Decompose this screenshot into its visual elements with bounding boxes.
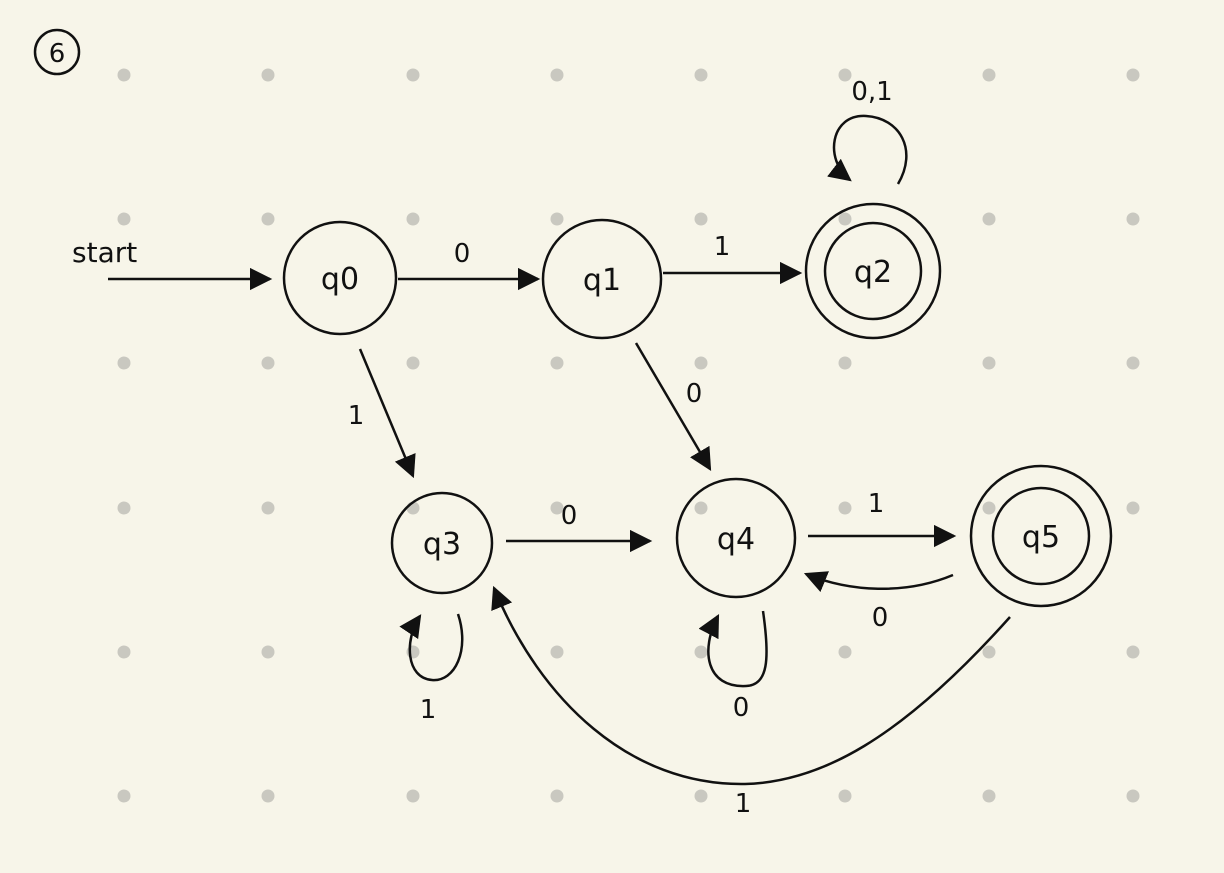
state-label-q4: q4 xyxy=(717,522,755,557)
grid-dot xyxy=(261,68,275,82)
label-q5-q4: 0 xyxy=(872,603,889,633)
states xyxy=(282,202,1113,608)
label-q1-q2: 1 xyxy=(714,232,731,262)
grid-dot xyxy=(694,356,708,370)
label-q3-loop: 1 xyxy=(420,695,437,725)
grid-dot xyxy=(694,789,708,803)
state-label-q1: q1 xyxy=(583,263,621,298)
state-q5 xyxy=(969,464,1113,608)
edge-q5-q4 xyxy=(803,571,954,593)
label-q1-q4: 0 xyxy=(686,379,703,409)
grid-dot xyxy=(694,645,708,659)
grid-dot xyxy=(261,789,275,803)
edge-q2-loop xyxy=(827,114,908,185)
grid-dot xyxy=(550,356,564,370)
grid-dot xyxy=(117,68,131,82)
grid-dot xyxy=(694,212,708,226)
grid-dot xyxy=(838,501,852,515)
grid-dot xyxy=(261,645,275,659)
state-labels: q0 q1 q2 q3 q4 q5 xyxy=(321,255,1060,562)
state-label-q3: q3 xyxy=(423,527,461,562)
grid-dot xyxy=(406,68,420,82)
grid-dot xyxy=(694,501,708,515)
grid-dot xyxy=(117,356,131,370)
grid-dot xyxy=(838,645,852,659)
grid-dot xyxy=(261,501,275,515)
label-q2-loop: 0,1 xyxy=(851,77,892,107)
grid-dot xyxy=(982,356,996,370)
edge-q0-q3 xyxy=(358,348,416,479)
state-label-q0: q0 xyxy=(321,262,359,297)
grid-dot xyxy=(838,789,852,803)
grid-dot xyxy=(838,212,852,226)
state-label-q5: q5 xyxy=(1022,520,1060,555)
grid-dot xyxy=(406,356,420,370)
label-q4-loop: 0 xyxy=(733,693,750,723)
grid-dot xyxy=(1126,501,1140,515)
grid-dot xyxy=(982,68,996,82)
grid-dot xyxy=(117,212,131,226)
grid-dot xyxy=(550,645,564,659)
grid-dot xyxy=(838,356,852,370)
grid-dot xyxy=(1126,789,1140,803)
grid-dot xyxy=(1126,68,1140,82)
grid-dot xyxy=(550,501,564,515)
grid-dot xyxy=(117,645,131,659)
grid-dot xyxy=(261,212,275,226)
grid-dot xyxy=(838,68,852,82)
state-q1 xyxy=(541,218,663,340)
edge-q3-loop xyxy=(399,613,464,682)
state-label-q2: q2 xyxy=(854,255,892,290)
label-q3-q4: 0 xyxy=(561,501,578,531)
dot-grid xyxy=(117,68,1140,803)
grid-dot xyxy=(261,356,275,370)
grid-dot xyxy=(406,789,420,803)
label-q5-q3: 1 xyxy=(735,789,752,819)
grid-dot xyxy=(406,645,420,659)
edge-q1-q4 xyxy=(634,342,712,471)
start-label: start xyxy=(72,236,137,269)
state-q4 xyxy=(675,477,797,599)
grid-dot xyxy=(982,645,996,659)
grid-dot xyxy=(1126,356,1140,370)
edge-q4-loop xyxy=(698,610,768,688)
grid-dot xyxy=(406,212,420,226)
state-q2 xyxy=(804,202,942,340)
grid-dot xyxy=(982,212,996,226)
state-q0 xyxy=(282,220,398,336)
problem-number: 6 xyxy=(33,28,81,76)
grid-dot xyxy=(694,68,708,82)
transitions xyxy=(358,114,1011,786)
state-q3 xyxy=(390,491,494,595)
grid-dot xyxy=(1126,645,1140,659)
label-q0-q3: 1 xyxy=(348,401,365,431)
grid-dot xyxy=(1126,212,1140,226)
problem-number-text: 6 xyxy=(49,39,66,69)
grid-dot xyxy=(982,501,996,515)
grid-dot xyxy=(550,789,564,803)
edge-q5-q3 xyxy=(491,585,1011,786)
grid-dot xyxy=(117,501,131,515)
grid-dot xyxy=(550,68,564,82)
grid-dot xyxy=(550,212,564,226)
start-arrow: start xyxy=(72,236,273,291)
grid-dot xyxy=(982,789,996,803)
grid-dot xyxy=(117,789,131,803)
transition-labels: 0 1 0,1 1 0 0 1 1 0 0 1 xyxy=(348,77,893,819)
label-q4-q5: 1 xyxy=(868,489,885,519)
label-q0-q1: 0 xyxy=(454,239,471,269)
